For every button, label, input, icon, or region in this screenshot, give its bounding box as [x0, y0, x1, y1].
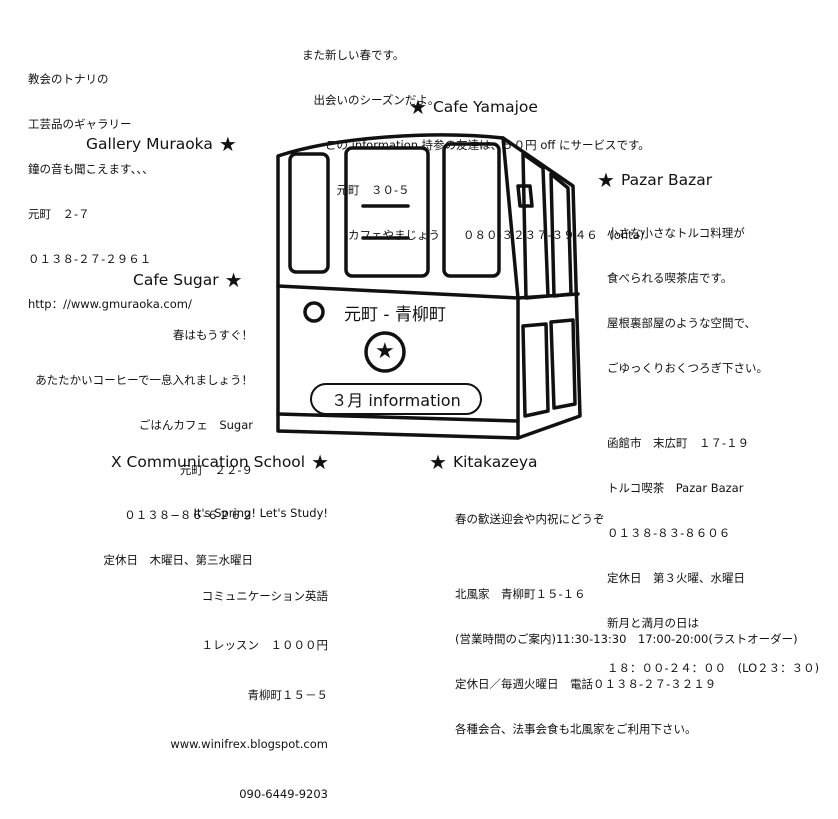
muraoka-description: 教会のトナリの 工芸品のギャラリー 鐘の音も聞こえます、、、 元町 ２-７ ０１…	[28, 72, 192, 311]
pazar-bazar-title: ★ Pazar Bazar	[597, 168, 713, 192]
cafe-sugar-title: Cafe Sugar ★	[133, 268, 243, 292]
kitakazeya-title: ★ Kitakazeya	[429, 450, 538, 474]
cafe-yamajoe-title: ★ Cafe Yamajoe	[409, 95, 538, 119]
star-icon: ★	[409, 95, 427, 119]
kitakaze-description: 春の歓送迎会や内祝にどうぞ 北風家 青柳町１５-１６ (営業時間のご案内)11:…	[455, 512, 798, 736]
xcomm-description: It's Spring! Let's Study! コミュニケーション英語 １レ…	[170, 506, 328, 801]
star-icon: ★	[224, 268, 243, 292]
x-communication-title: X Communication School ★	[111, 450, 330, 474]
tram-illustration	[276, 133, 582, 440]
tram-route-label: 元町 - 青柳町	[344, 305, 446, 325]
star-icon: ★	[218, 132, 237, 156]
sugar-description: 春はもうすぐ！ あたたかいコーヒーで一息入れましょう！ ごはんカフェ Sugar…	[35, 328, 253, 567]
star-icon: ★	[429, 450, 447, 474]
information-badge: ３月 information	[310, 383, 482, 415]
star-icon: ★	[375, 339, 395, 364]
yamajoe-description: また新しい春です。 出会いのシーズンだよ。 この information 持参の…	[302, 48, 650, 242]
gallery-muraoka-title: Gallery Muraoka ★	[86, 132, 237, 156]
star-icon: ★	[311, 450, 330, 474]
star-icon: ★	[597, 168, 615, 192]
